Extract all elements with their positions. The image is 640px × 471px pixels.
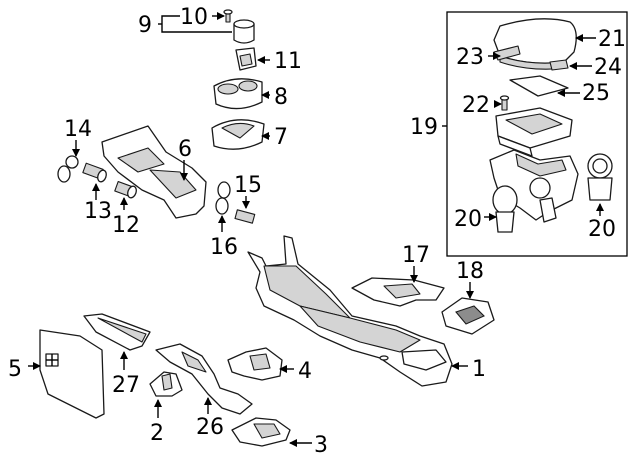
armrest-assembly-19[interactable] [495, 107, 573, 157]
callout-12: 12 [112, 213, 140, 238]
callout-20a: 20 [454, 207, 482, 232]
callout-4: 4 [298, 359, 312, 384]
bolt-22[interactable] [499, 95, 510, 111]
callout-6: 6 [178, 137, 192, 162]
bracket-26[interactable] [155, 343, 253, 415]
callout-11: 11 [274, 49, 302, 74]
bracket-4[interactable] [227, 347, 283, 381]
callout-22: 22 [462, 93, 490, 118]
retainer-15[interactable] [234, 209, 256, 224]
hinge-20-left[interactable] [492, 185, 518, 233]
callout-20b: 20 [588, 217, 616, 242]
clip-11[interactable] [235, 47, 257, 71]
cup-holder-8[interactable] [213, 78, 263, 110]
retainer-14[interactable] [57, 155, 79, 183]
clip-24[interactable] [549, 59, 569, 71]
callout-8: 8 [274, 85, 288, 110]
callout-24: 24 [594, 55, 622, 80]
callout-21: 21 [598, 27, 626, 52]
hinge-20-right[interactable] [587, 153, 613, 201]
console-trim-6[interactable] [101, 125, 207, 219]
callout-14: 14 [64, 117, 92, 142]
plug-13[interactable] [82, 162, 108, 183]
bracket-3[interactable] [231, 417, 291, 447]
callout-25: 25 [582, 81, 610, 106]
callout-19: 19 [410, 115, 438, 140]
callout-16: 16 [210, 235, 238, 260]
clip-16[interactable] [215, 181, 231, 215]
ashtray-9[interactable] [233, 19, 255, 44]
trim-27[interactable] [83, 313, 151, 351]
callout-23: 23 [456, 45, 484, 70]
console-1[interactable] [247, 235, 453, 387]
inset-frame [446, 11, 628, 257]
bracket-2[interactable] [149, 371, 183, 397]
side-panel-5[interactable] [39, 329, 105, 419]
callout-7: 7 [274, 125, 288, 150]
liner-25[interactable] [509, 75, 569, 97]
callout-3: 3 [314, 433, 328, 458]
callout-10: 10 [180, 5, 208, 30]
shift-boot-17[interactable] [351, 277, 445, 307]
callout-18: 18 [456, 259, 484, 284]
screw-10[interactable] [223, 9, 233, 23]
callout-13: 13 [84, 199, 112, 224]
callout-26: 26 [196, 415, 224, 440]
callout-17: 17 [402, 243, 430, 268]
callout-15: 15 [234, 173, 262, 198]
callout-1: 1 [472, 357, 486, 382]
bracket-9 [161, 15, 232, 33]
shift-trim-18[interactable] [441, 297, 495, 335]
callout-2: 2 [150, 421, 164, 446]
plug-12[interactable] [114, 181, 138, 199]
callout-5: 5 [8, 357, 22, 382]
cup-holder-7[interactable] [211, 119, 265, 150]
callout-27: 27 [112, 373, 140, 398]
callout-9: 9 [138, 13, 152, 38]
